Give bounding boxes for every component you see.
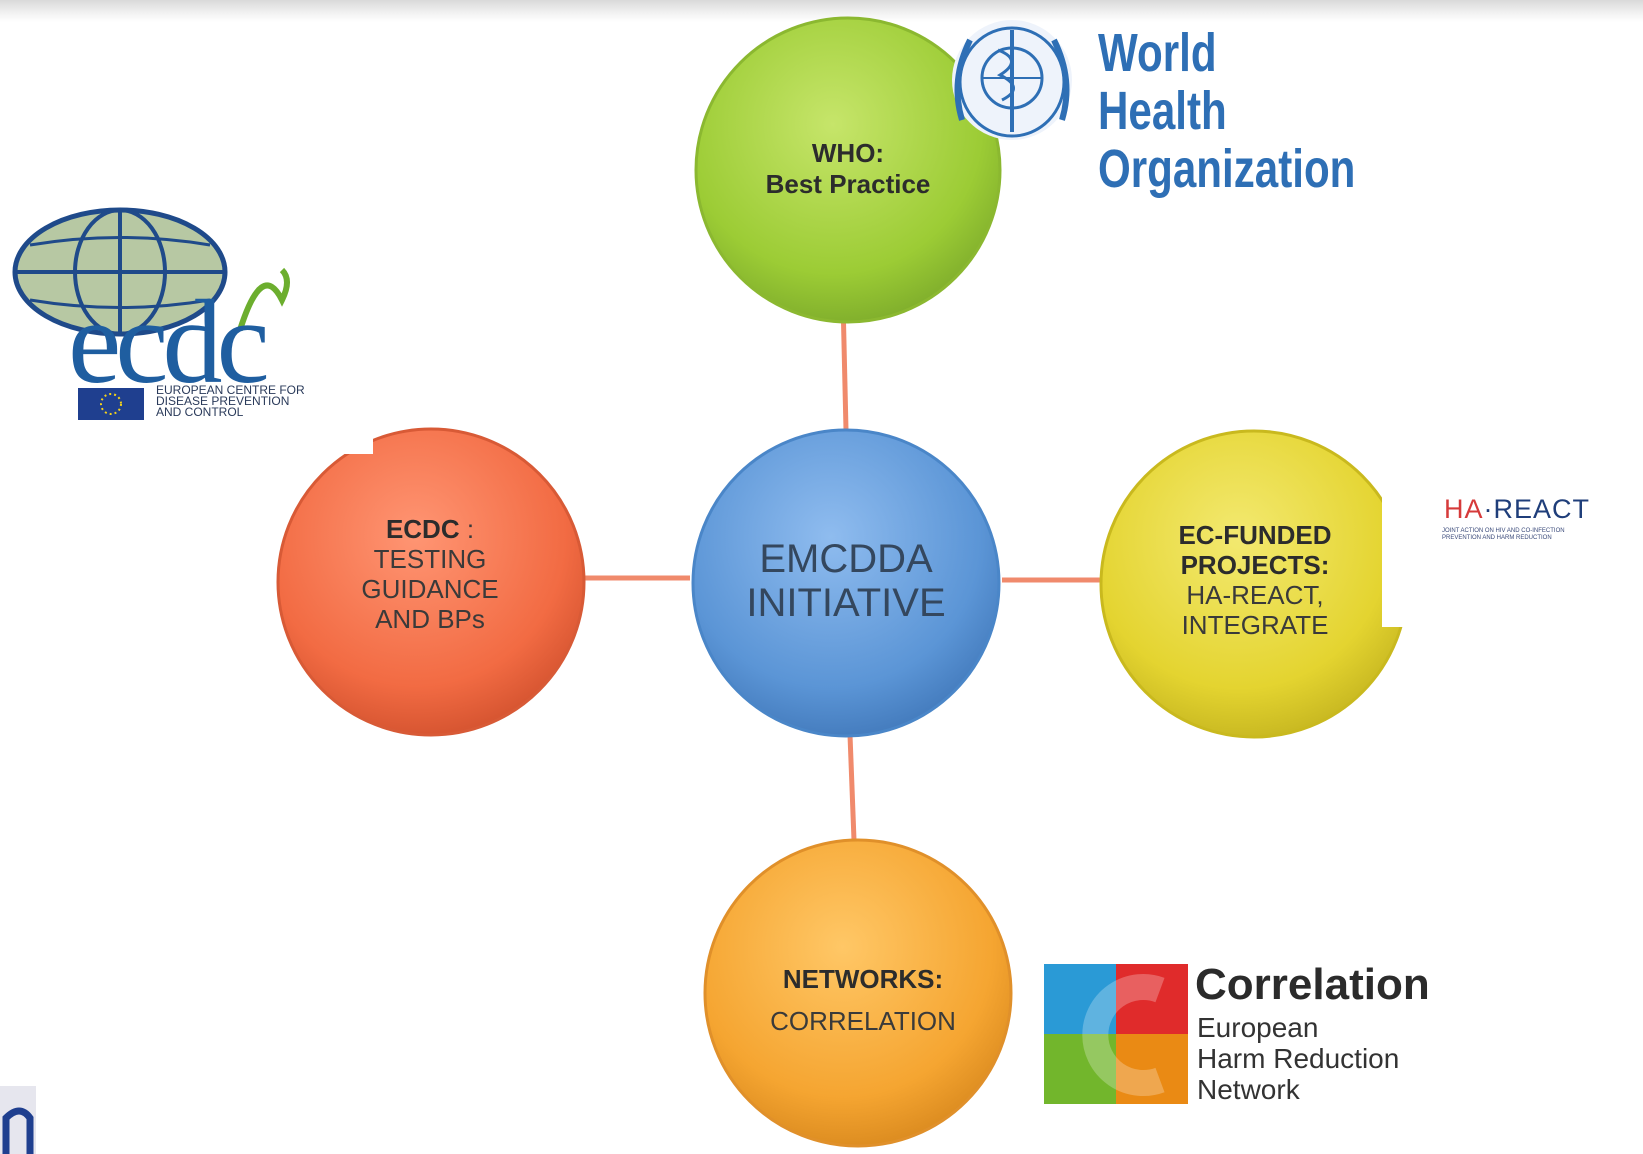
white-occluder	[1382, 462, 1422, 627]
node-center-label: EMCDDA INITIATIVE	[716, 537, 976, 625]
ecdc-globe-icon	[12, 207, 290, 337]
correlation-logo-sub2: Harm Reduction	[1197, 1043, 1400, 1074]
hareact-logo: HA·REACT JOINT ACTION ON HIV AND CO-INFE…	[1440, 494, 1643, 544]
ecdc-logo-sub2: DISEASE PREVENTION	[156, 394, 290, 408]
node-ec-line1: HA-REACT,	[1186, 580, 1324, 610]
hareact-logo-sub2: PREVENTION AND HARM REDUCTION	[1442, 535, 1552, 541]
correlation-logo-subtitle: European Harm Reduction Network	[1197, 1012, 1399, 1105]
node-ecdc-title: ECDC	[385, 514, 460, 544]
node-center-line2: INITIATIVE	[746, 581, 946, 625]
node-center-circle	[691, 428, 1001, 738]
node-ecdc-circle	[276, 427, 586, 737]
node-who-subtitle: Best Practice	[765, 168, 931, 199]
node-center-line1: EMCDDA	[759, 537, 933, 581]
node-ecdc-line2: GUIDANCE	[361, 574, 499, 604]
hareact-logo-sub1: JOINT ACTION ON HIV AND CO-INFECTION	[1442, 528, 1565, 534]
white-occluder	[330, 428, 373, 454]
correlation-logo-sub1: European	[1197, 1012, 1319, 1043]
node-networks-label: NETWORKS: CORRELATION	[738, 958, 988, 1042]
correlation-logo-icon	[1044, 964, 1188, 1104]
who-logo-text: World Health Organization	[1098, 24, 1355, 198]
node-networks-title: NETWORKS:	[782, 964, 944, 994]
ecdc-logo-sub1: EUROPEAN CENTRE FOR	[156, 383, 305, 397]
node-ecdc-line3: AND BPs	[375, 604, 485, 634]
correlation-logo-sub3: Network	[1197, 1074, 1300, 1105]
node-networks-circle	[703, 838, 1013, 1148]
hareact-logo-react: ·REACT	[1483, 494, 1591, 524]
who-emblem-icon	[952, 20, 1072, 140]
ecdc-logo: ecdc EUROPEAN CENTRE FOR DISEASE PREVENT…	[0, 200, 360, 440]
node-who-title: WHO:	[811, 138, 885, 168]
node-ec-title2: PROJECTS:	[1180, 550, 1330, 580]
correlation-logo: Correlation European Harm Reduction Netw…	[1040, 960, 1460, 1110]
ecdc-logo-word: ecdc	[68, 275, 270, 408]
node-who-circle	[694, 16, 1002, 324]
node-networks-line1: CORRELATION	[770, 1006, 956, 1036]
node-ec-title1: EC-FUNDED	[1178, 520, 1332, 550]
node-ec-line2: INTEGRATE	[1181, 610, 1329, 640]
node-ecdc-suffix: :	[459, 514, 475, 544]
node-ec-label: EC-FUNDED PROJECTS: HA-REACT, INTEGRATE	[1130, 520, 1380, 640]
ecdc-logo-sub3: AND CONTROL	[156, 405, 244, 419]
node-ecdc-label: ECDC : TESTING GUIDANCE AND BPs	[305, 514, 555, 634]
hareact-logo-subtitle: JOINT ACTION ON HIV AND CO-INFECTION PRE…	[1442, 528, 1565, 542]
who-logo-line1: World Health	[1098, 23, 1227, 141]
ecdc-logo-subtitle: EUROPEAN CENTRE FOR DISEASE PREVENTION A…	[156, 383, 305, 419]
node-ecdc-line1: TESTING	[373, 544, 487, 574]
who-logo-line2: Organization	[1098, 139, 1356, 199]
who-logo: World Health Organization	[943, 2, 1355, 198]
hareact-logo-ha: HA	[1444, 494, 1484, 524]
node-who-label: WHO: Best Practice	[720, 138, 976, 199]
corner-logo-icon	[0, 1086, 36, 1154]
correlation-logo-title: Correlation	[1195, 960, 1430, 1009]
hareact-logo-word: HA·REACT	[1444, 494, 1590, 525]
eu-flag-icon	[78, 388, 144, 420]
top-strip	[0, 0, 1643, 22]
connector-networks	[847, 734, 857, 841]
